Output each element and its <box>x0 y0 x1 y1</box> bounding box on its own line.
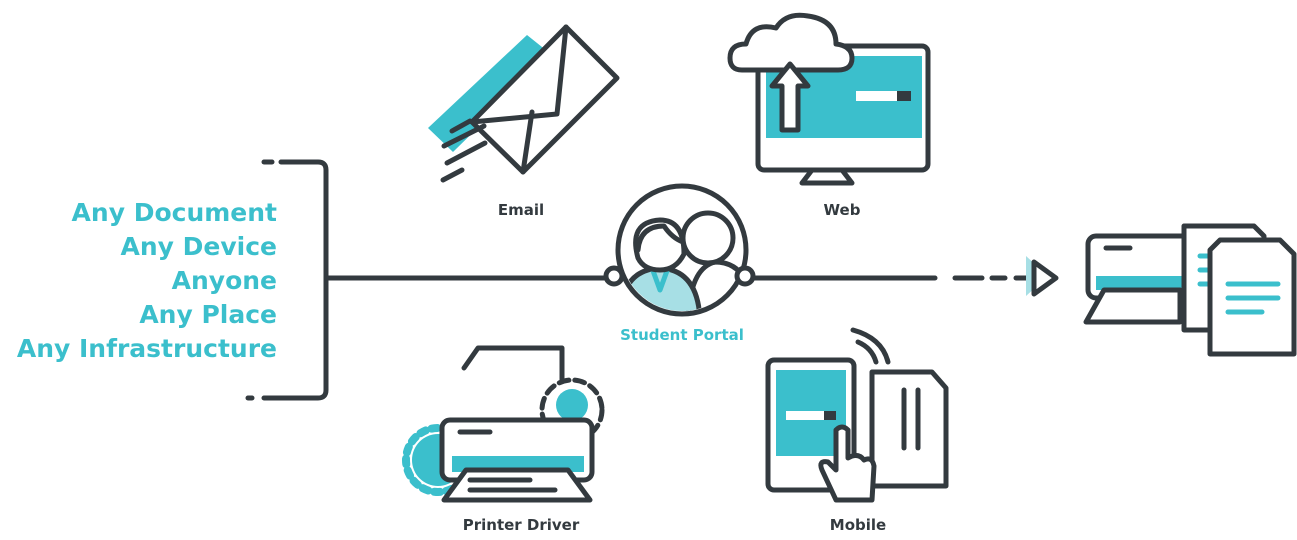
tagline-any-infrastructure: Any Infrastructure <box>16 334 277 363</box>
printer-driver-icon <box>402 345 605 503</box>
email-icon <box>428 24 620 183</box>
tagline-any-document: Any Document <box>71 198 277 227</box>
arrow-head-icon <box>1026 256 1059 297</box>
student-portal-label: Student Portal <box>620 326 744 344</box>
web-label: Web <box>823 201 861 219</box>
student-portal-icon <box>603 183 756 317</box>
tagline-any-place: Any Place <box>139 300 277 329</box>
printer-driver-label: Printer Driver <box>462 516 580 534</box>
cloud-upload-icon <box>727 12 855 133</box>
tagline-any-device: Any Device <box>120 232 278 261</box>
email-label: Email <box>497 201 545 219</box>
document-icon <box>1207 237 1297 357</box>
mobile-label: Mobile <box>829 516 887 534</box>
tagline-anyone: Anyone <box>171 266 277 295</box>
tagline-list: Any Document Any Device Anyone Any Place… <box>17 196 277 366</box>
printer-output-icon <box>1083 223 1297 357</box>
mobile-icon <box>765 327 949 503</box>
